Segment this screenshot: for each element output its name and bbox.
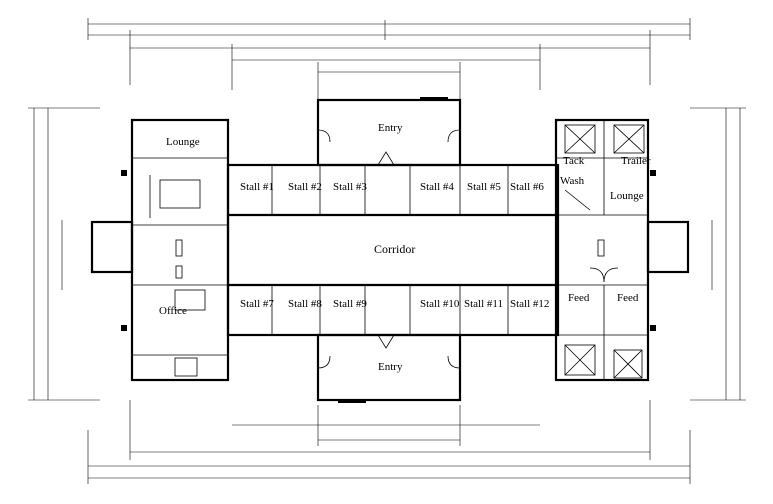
dimension-lines-bottom: [87, 400, 691, 484]
fixtures: [121, 97, 656, 403]
dimension-lines-sides: [28, 107, 746, 401]
stall-label: Stall #3: [333, 181, 367, 193]
room-label-corridor: Corridor: [374, 242, 415, 256]
stall-label: Stall #4: [420, 181, 454, 193]
stall-label: Stall #5: [467, 181, 501, 193]
room-label-feed-left: Feed: [568, 292, 590, 304]
room-label-lounge-right: Lounge: [610, 190, 644, 202]
stall-label: Stall #10: [420, 298, 460, 310]
left-wing-interior: [132, 157, 228, 377]
stall-label: Stall #9: [333, 298, 367, 310]
room-label-lounge-top: Lounge: [166, 136, 200, 148]
stall-label: Stall #6: [510, 181, 544, 193]
room-label-office: Office: [159, 305, 187, 317]
room-labels: Lounge Entry Tack Trailer Wash Lounge Co…: [159, 122, 651, 373]
room-label-trailer: Trailer: [621, 155, 651, 167]
stall-partitions: [228, 165, 558, 335]
room-label-entry-top: Entry: [378, 122, 403, 134]
room-label-tack: Tack: [563, 155, 585, 167]
room-label-feed-right: Feed: [617, 292, 639, 304]
stall-label: Stall #1: [240, 181, 274, 193]
dimension-lines-top: [87, 18, 691, 100]
right-wing-interior: [556, 120, 648, 380]
stall-label: Stall #8: [288, 298, 322, 310]
room-label-wash: Wash: [560, 175, 585, 187]
stall-label: Stall #2: [288, 181, 322, 193]
stall-label: Stall #12: [510, 298, 549, 310]
door-swings: [317, 129, 619, 369]
room-label-entry-bottom: Entry: [378, 361, 403, 373]
stall-label: Stall #7: [240, 298, 274, 310]
stall-label: Stall #11: [464, 298, 503, 310]
exterior-walls: [90, 98, 690, 402]
